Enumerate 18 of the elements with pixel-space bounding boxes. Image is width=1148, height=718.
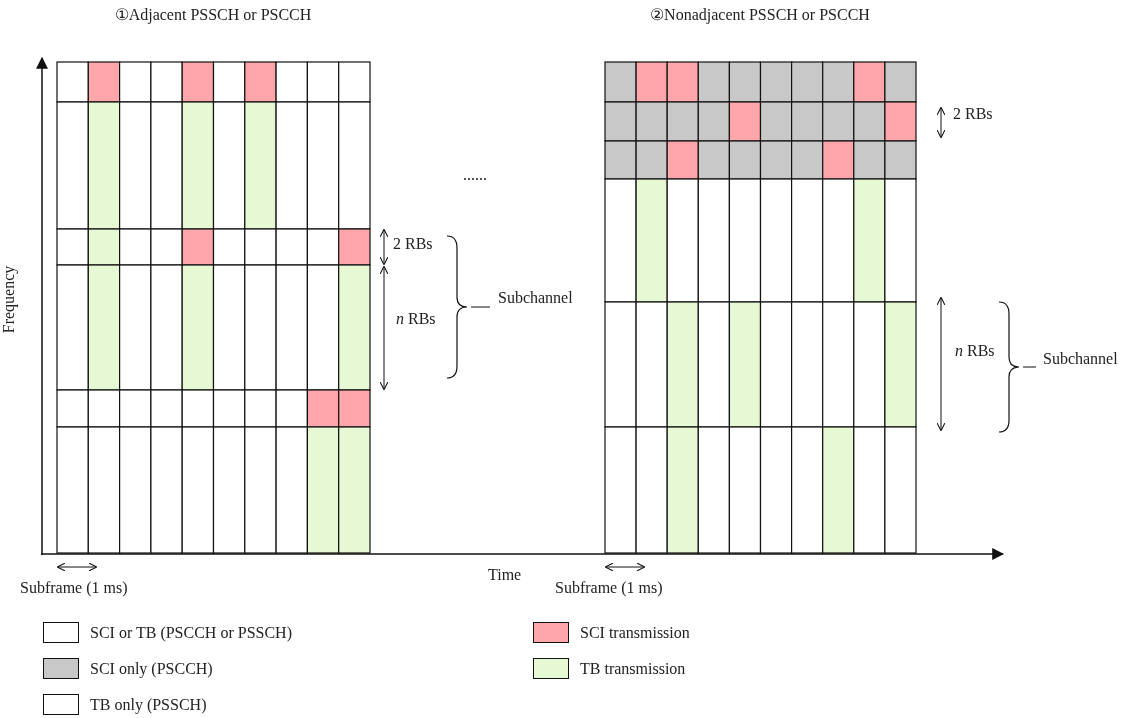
dimension-label: n RBs	[955, 341, 995, 360]
dimension-label: 2 RBs	[953, 104, 993, 123]
axis-label: Frequency	[0, 265, 19, 334]
panel-title: ②Nonadjacent PSSCH or PSCCH	[649, 5, 871, 24]
bracket-label: Subchannel	[1043, 349, 1118, 368]
dimension-label: Subframe (1 ms)	[555, 578, 663, 597]
legend-label: SCI transmission	[580, 623, 690, 642]
legend-label: SCI or TB (PSCCH or PSSCH)	[90, 623, 292, 642]
dimension-label: Subframe (1 ms)	[20, 578, 128, 597]
axis-label: Time	[488, 565, 522, 584]
panel-title: ①Adjacent PSSCH or PSCCH	[113, 5, 313, 24]
ellipsis: ......	[463, 165, 487, 184]
legend-label: TB transmission	[580, 659, 686, 678]
dimension-label: n RBs	[396, 309, 436, 328]
bracket-label: Subchannel	[498, 288, 573, 307]
dimension-label: 2 RBs	[393, 234, 433, 253]
legend-label: TB only (PSSCH)	[90, 695, 207, 714]
legend-label: SCI only (PSCCH)	[90, 659, 213, 678]
